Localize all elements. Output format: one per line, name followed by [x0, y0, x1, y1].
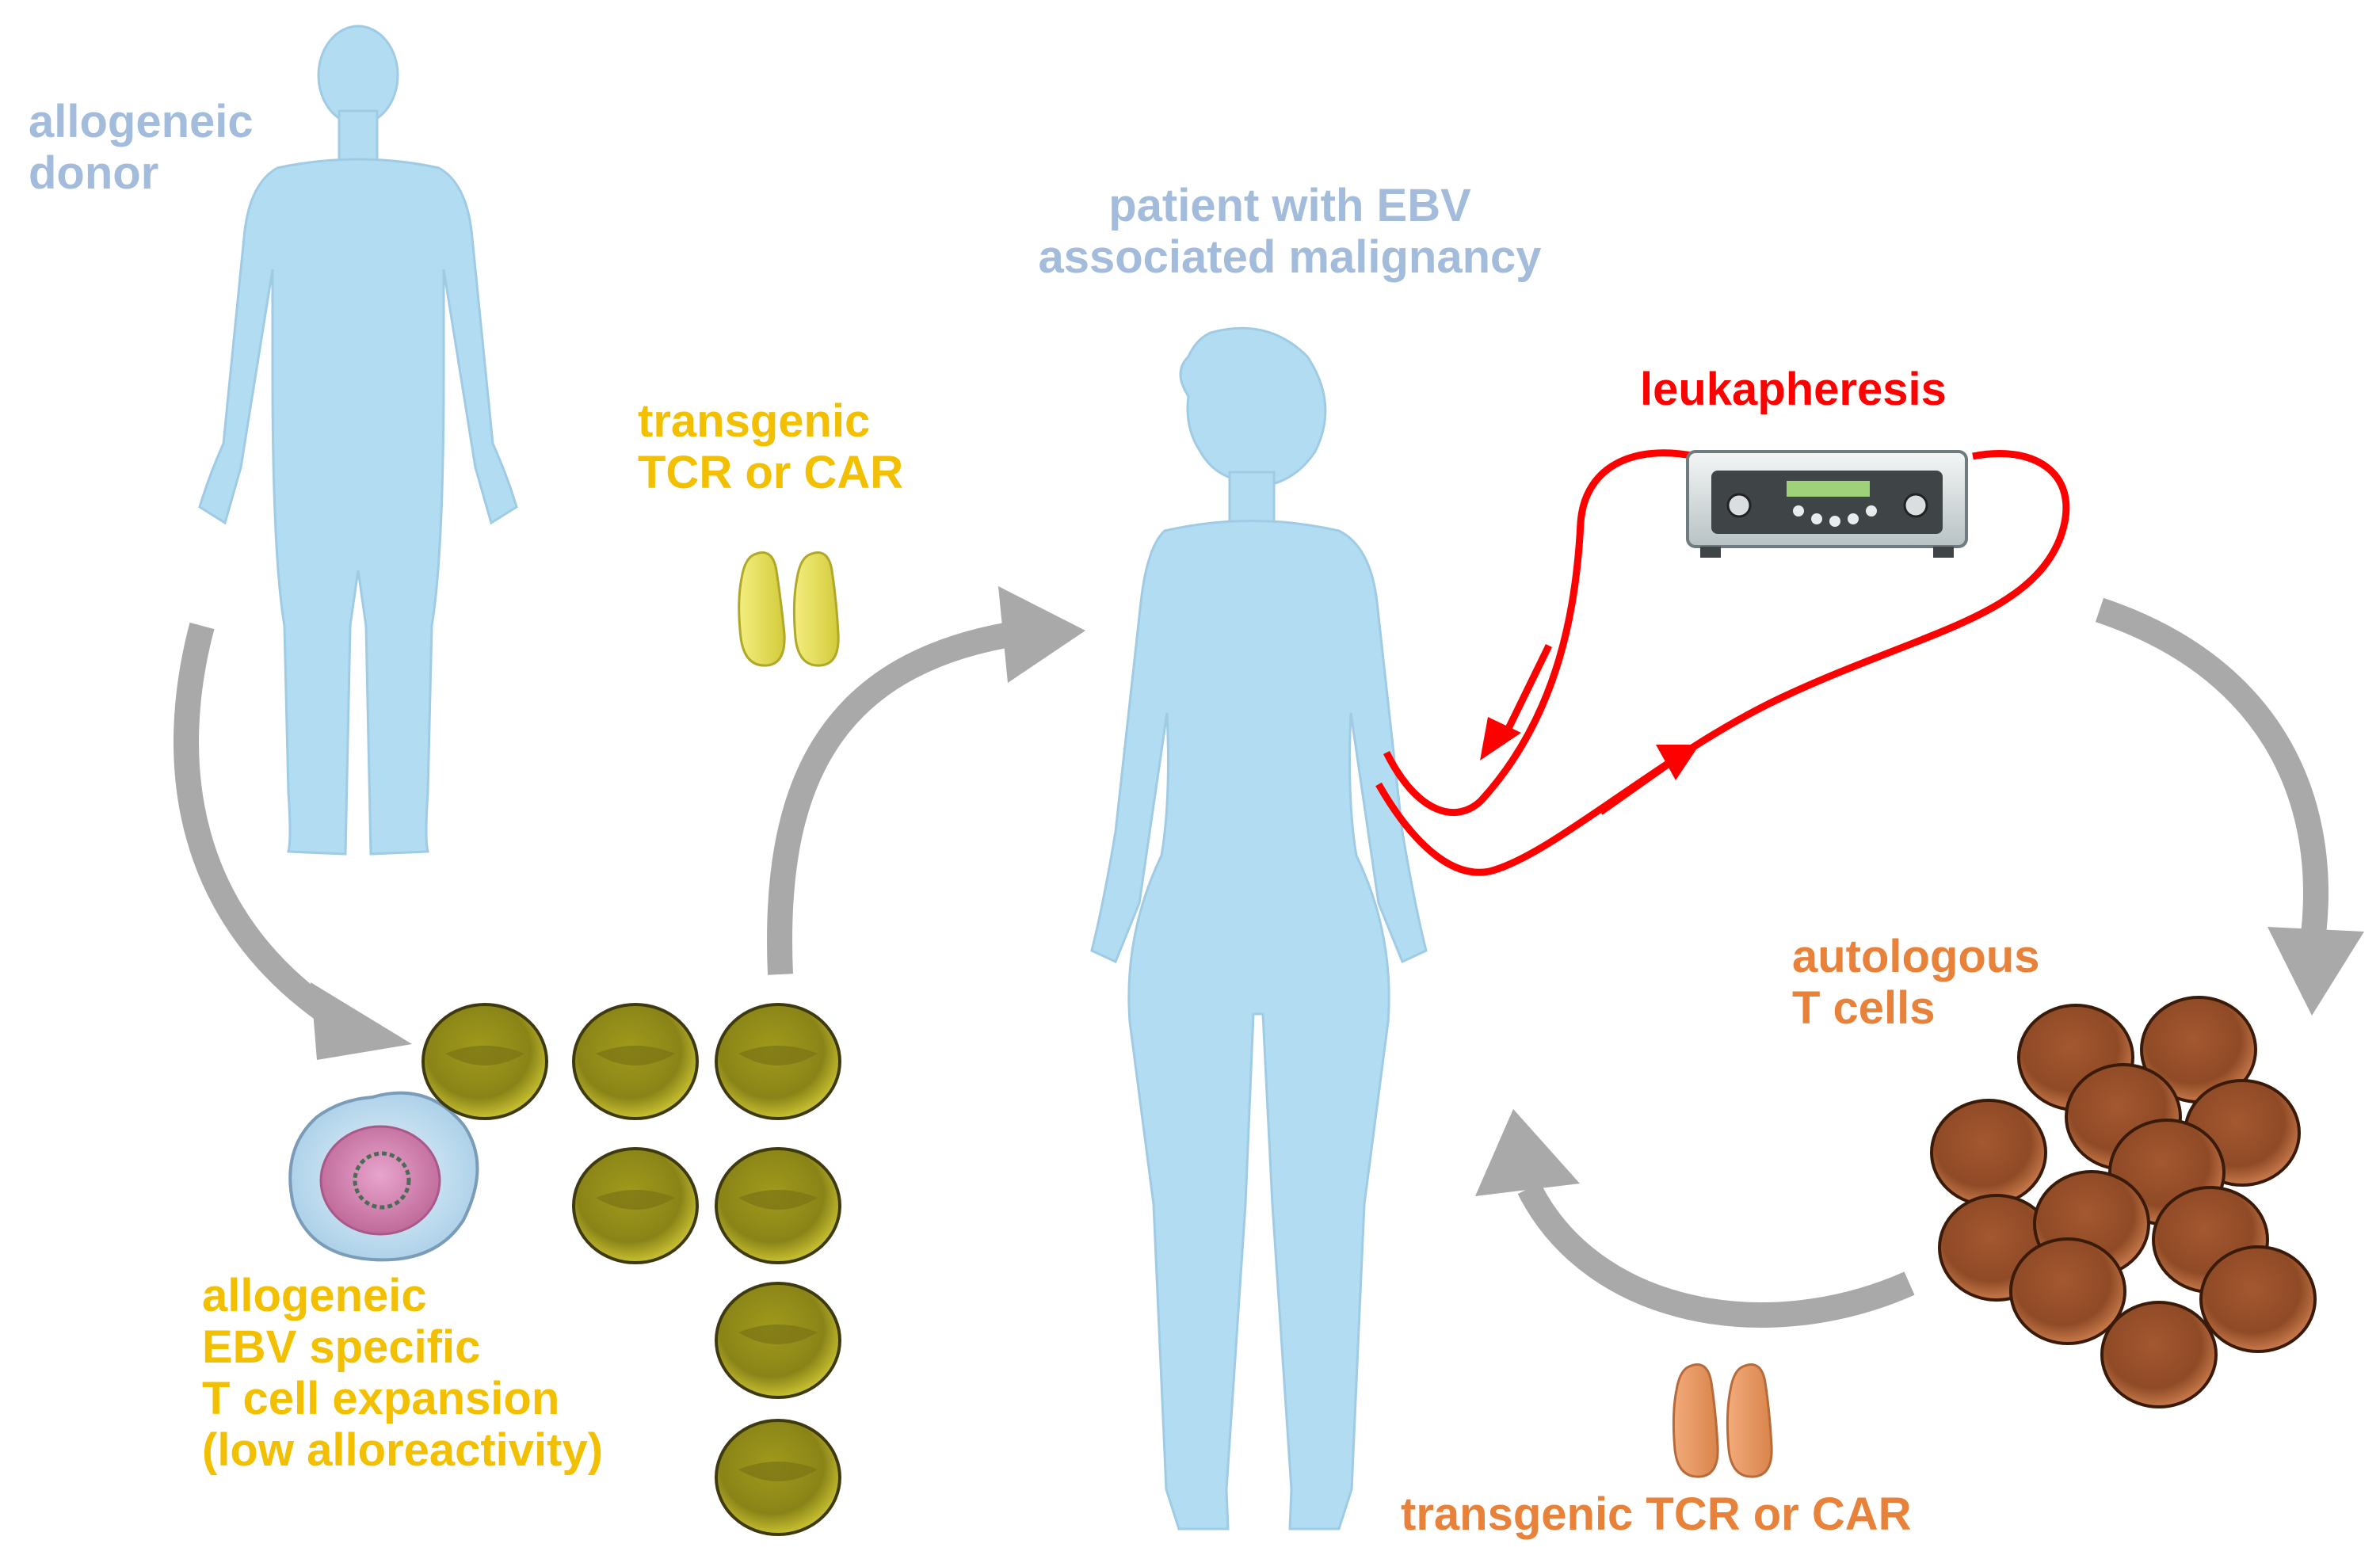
- leukapheresis-circuit: [1375, 449, 2070, 876]
- t-cell-olive-5: [715, 1147, 841, 1264]
- autologous-t-cell-cluster: [1930, 996, 2317, 1408]
- t-cell-olive-7: [715, 1419, 841, 1536]
- t-cell-olive-1: [421, 1003, 548, 1120]
- expansion-label-line-3: T cell expansion: [202, 1372, 560, 1424]
- arrow-donor-to-expansion: [174, 622, 412, 1060]
- donor-body-icon: [198, 25, 518, 856]
- apheresis-machine-icon: [1686, 450, 1968, 558]
- autologous-label: autologous T cells: [1792, 931, 2040, 1035]
- autologous-label-line-1: autologous: [1792, 931, 2040, 982]
- transgenic-top-label-line-1: transgenic: [638, 395, 871, 447]
- patient-body-icon: [1090, 326, 1428, 1530]
- patient-label-line-1: patient with EBV: [1108, 180, 1471, 231]
- flow-arrow-in: [1480, 644, 1553, 760]
- donor-label: allogeneic donor: [29, 96, 254, 200]
- autologous-label-line-2: T cells: [1792, 982, 1936, 1034]
- infected-b-cell-icon: [288, 1091, 479, 1262]
- expansion-label-line-2: EBV specific: [202, 1321, 481, 1373]
- transgenic-top-label-line-2: TCR or CAR: [638, 446, 904, 498]
- arrow-leukapheresis-to-autologous: [2095, 597, 2364, 1016]
- receptor-icon-bottom: [1672, 1363, 1773, 1478]
- donor-label-line-2: donor: [29, 147, 159, 199]
- t-cell-olive-6: [715, 1282, 841, 1399]
- patient-label: patient with EBV associated malignancy: [981, 180, 1599, 284]
- arrow-autologous-to-patient: [1475, 1109, 1915, 1328]
- donor-label-line-1: allogeneic: [29, 96, 254, 147]
- t-cell-olive-2: [572, 1003, 699, 1120]
- arrow-expansion-to-patient: [767, 586, 1085, 975]
- allogeneic-expansion-label: allogeneic EBV specific T cell expansion…: [202, 1270, 604, 1477]
- transgenic-bottom-label: transgenic TCR or CAR: [1401, 1488, 1912, 1540]
- receptor-icon-top: [738, 551, 840, 667]
- t-cell-olive-4: [572, 1147, 699, 1264]
- leukapheresis-label: leukapheresis: [1640, 364, 1947, 415]
- expansion-label-line-4: (low alloreactivity): [202, 1424, 604, 1476]
- expansion-label-line-1: allogeneic: [202, 1270, 427, 1321]
- flow-arrow-out: [1598, 745, 1699, 815]
- patient-label-line-2: associated malignancy: [1038, 231, 1542, 283]
- t-cell-olive-3: [715, 1003, 841, 1120]
- transgenic-top-label: transgenic TCR or CAR: [638, 395, 904, 499]
